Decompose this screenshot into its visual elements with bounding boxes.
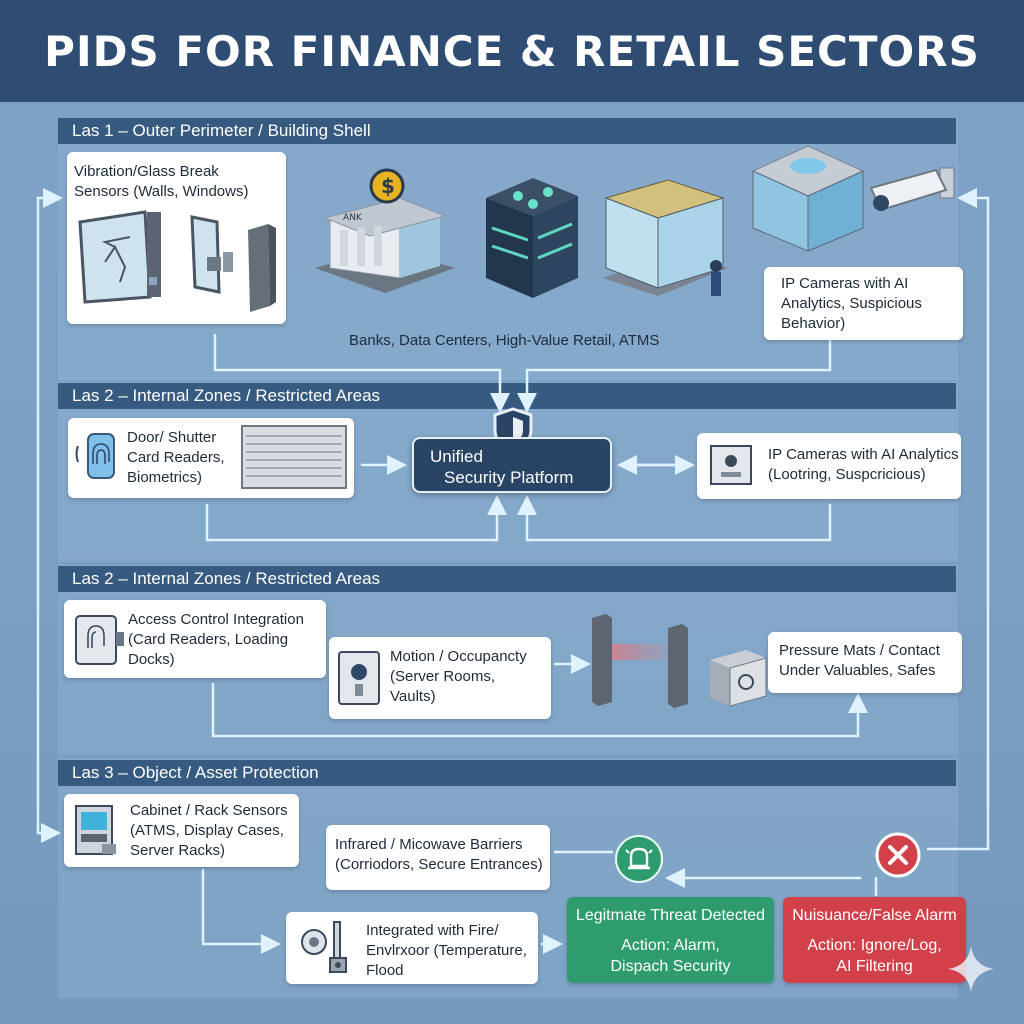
pressure-mat-card: Pressure Mats / Contact Under Valuables,… [768,632,962,693]
fingerprint-icon [75,433,115,479]
layer-1-header: Las 1 – Outer Perimeter / Building Shell [58,118,956,144]
cabinet-rack-card: Cabinet / Rack Sensors (ATMS, Display Ca… [64,794,299,867]
vibration-sensor-card: Vibration/Glass Break Sensors (Walls, Wi… [67,152,286,324]
window-sensor-icon [190,215,233,294]
safe-icon [710,650,767,707]
false-alarm-action: Action: Ignore/Log, [807,937,942,954]
motion-occupancy-label: Motion / Occupancty (Server Rooms, Vault… [390,648,527,705]
cctv-camera-icon [869,167,955,212]
false-alarm-title: Nuisuance/False Alarm [792,907,957,924]
layer-2b-header: Las 2 – Internal Zones / Restricted Area… [58,566,956,592]
bank-building-icon: $ ANK [315,168,455,293]
platform-label-line2: Security Platform [444,468,574,487]
camera-panel-icon [710,445,752,485]
motion-sensor-icon [338,651,380,705]
data-center-icon [486,178,578,298]
fire-environment-label: Integrated with Fire/ Envlrxoor (Tempera… [366,922,527,979]
atm-icon [75,805,116,855]
false-alarm-panel: Nuisuance/False Alarm Action: Ignore/Log… [783,897,966,983]
legitimate-threat-action-2: Dispach Security [610,958,731,975]
layer-3-header: Las 3 – Object / Asset Protection [58,760,956,786]
ip-camera-card-2: IP Cameras with AI Analytics (Lootring, … [697,433,961,499]
legitimate-threat-panel: Legitmate Threat Detected Action: Alarm,… [567,897,774,983]
wall-sensor-icon [248,224,276,312]
legitimate-threat-action: Action: Alarm, [621,937,720,954]
glass-office-icon [751,145,865,252]
vibration-sensor-label: Vibration/Glass Break Sensors (Walls, Wi… [74,163,249,200]
reject-x-icon [875,832,921,878]
access-keypad-icon [75,615,124,665]
title-bar: PIDS FOR FINANCE & RETAIL SECTORS [0,0,1024,102]
infrared-barrier-card: Infrared / Micowave Barriers (Corriodors… [326,825,550,890]
fire-environment-card: Integrated with Fire/ Envlrxoor (Tempera… [286,912,538,984]
infrared-barrier-label: Infrared / Micowave Barriers (Corriodors… [335,836,543,873]
buildings-caption: Banks, Data Centers, High-Value Retail, … [349,332,660,349]
ip-camera-label-2: IP Cameras with AI Analytics (Lootring, … [768,446,959,483]
false-alarm-action-2: AI Filtering [836,958,913,975]
page-title: PIDS FOR FINANCE & RETAIL SECTORS [44,26,980,76]
door-card-reader-card: Door/ Shutter Card Readers, Biometrics) [68,418,354,498]
pressure-mat-label: Pressure Mats / Contact Under Valuables,… [779,642,940,679]
legitimate-threat-title: Legitmate Threat Detected [575,907,766,924]
retail-store-icon [603,179,728,296]
alarm-siren-icon [615,835,663,883]
unified-security-platform: Unified Security Platform [412,437,612,493]
access-control-label: Access Control Integration (Card Readers… [128,611,304,668]
cabinet-rack-label: Cabinet / Rack Sensors (ATMS, Display Ca… [130,802,288,859]
beam-barrier-icon [592,614,688,708]
platform-label-line1: Unified [430,447,483,466]
ip-camera-label-1: IP Cameras with AI Analytics, Suspicious… [781,275,922,332]
svg-text:ANK: ANK [343,213,363,223]
door-card-reader-label: Door/ Shutter Card Readers, Biometrics) [127,429,225,486]
motion-occupancy-card: Motion / Occupancty (Server Rooms, Vault… [329,637,551,719]
broken-window-icon [78,210,161,304]
access-control-card: Access Control Integration (Card Readers… [64,600,326,678]
svg-text:$: $ [381,174,395,198]
sparkle-icon [948,946,994,992]
ip-camera-card-1: IP Cameras with AI Analytics, Suspicious… [764,267,963,340]
environment-sensor-icon [301,921,347,973]
rolling-shutter-icon [241,425,347,489]
